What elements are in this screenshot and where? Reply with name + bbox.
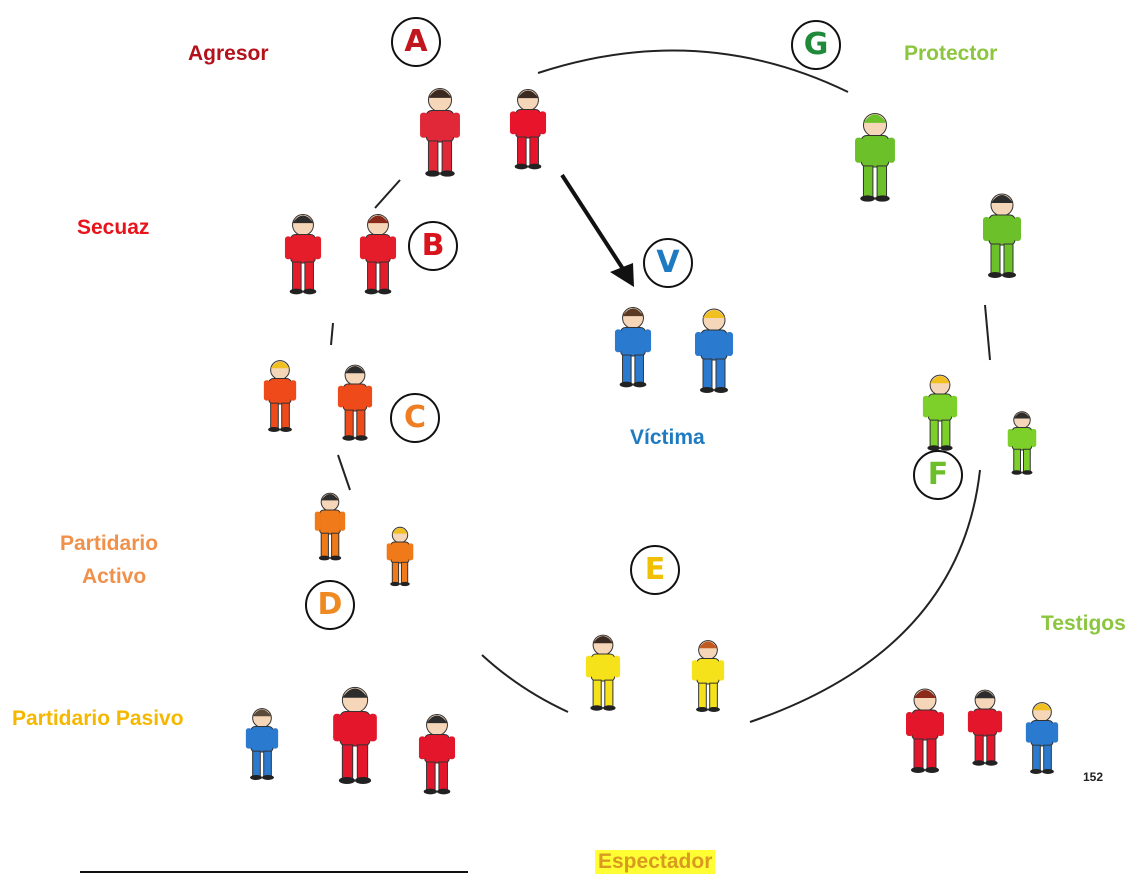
figure-secuaz-boy (284, 214, 322, 295)
badge-d: D (305, 580, 355, 630)
badge-f: F (913, 450, 963, 500)
arrow-icon (560, 173, 634, 287)
figure-espectador-boy (585, 634, 621, 711)
label-espectador: Espectador (595, 850, 716, 874)
figure-pasivo-left (245, 708, 279, 781)
badge-v: V (643, 238, 693, 288)
arc-testigos-espectador (749, 469, 981, 723)
badge-e: E (630, 545, 680, 595)
figure-victima-boy (614, 307, 652, 388)
figure-espectador-girl (691, 640, 725, 713)
label-agresor: Agresor (188, 42, 269, 65)
footnote-separator (80, 871, 468, 873)
arc-activo-partidario (337, 454, 351, 491)
figure-protector-girl (983, 193, 1021, 278)
arc-agresor-secuaz (374, 179, 401, 209)
arc-protector-testigos (984, 304, 991, 361)
label-testigos: Testigos (1041, 612, 1126, 635)
figure-partidario-girl (386, 526, 414, 587)
label-partidario-activo-1: Partidario (60, 532, 159, 555)
figure-activo-boy (263, 360, 297, 433)
figure-victima-girl (695, 308, 733, 393)
label-partidario-pasivo: Partidario Pasivo (12, 707, 184, 730)
label-protector: Protector (904, 42, 998, 65)
figure-secuaz-girl (359, 214, 397, 295)
figure-pasivo-center (333, 686, 377, 784)
badge-b: B (408, 221, 458, 271)
label-secuaz: Secuaz (77, 216, 150, 239)
page-number: 152 (1083, 770, 1104, 784)
figure-activo-girl (337, 364, 373, 441)
circle-path (330, 49, 991, 723)
figure-testigos-boy (922, 374, 958, 451)
figure-partidario-boy (314, 492, 346, 561)
arc-secuaz-activo (330, 322, 334, 346)
badge-c: C (390, 393, 440, 443)
figure-pasivo-right (418, 714, 456, 795)
figure-testigo-1 (906, 688, 944, 773)
badge-g: G (791, 20, 841, 70)
figure-agresor-girl (509, 89, 547, 170)
arc-agresor-protector (537, 49, 849, 93)
label-victima: Víctima (630, 426, 705, 449)
label-partidario-activo-2: Activo (82, 565, 147, 588)
badge-a: A (391, 17, 441, 67)
figure-testigos-girl (1007, 411, 1037, 475)
figure-agresor-boy (420, 87, 460, 177)
arc-espectador-pasivo (481, 654, 569, 713)
figure-protector-boy (855, 112, 895, 202)
figure-testigo-3 (1025, 702, 1059, 775)
figure-testigo-2 (967, 689, 1003, 766)
